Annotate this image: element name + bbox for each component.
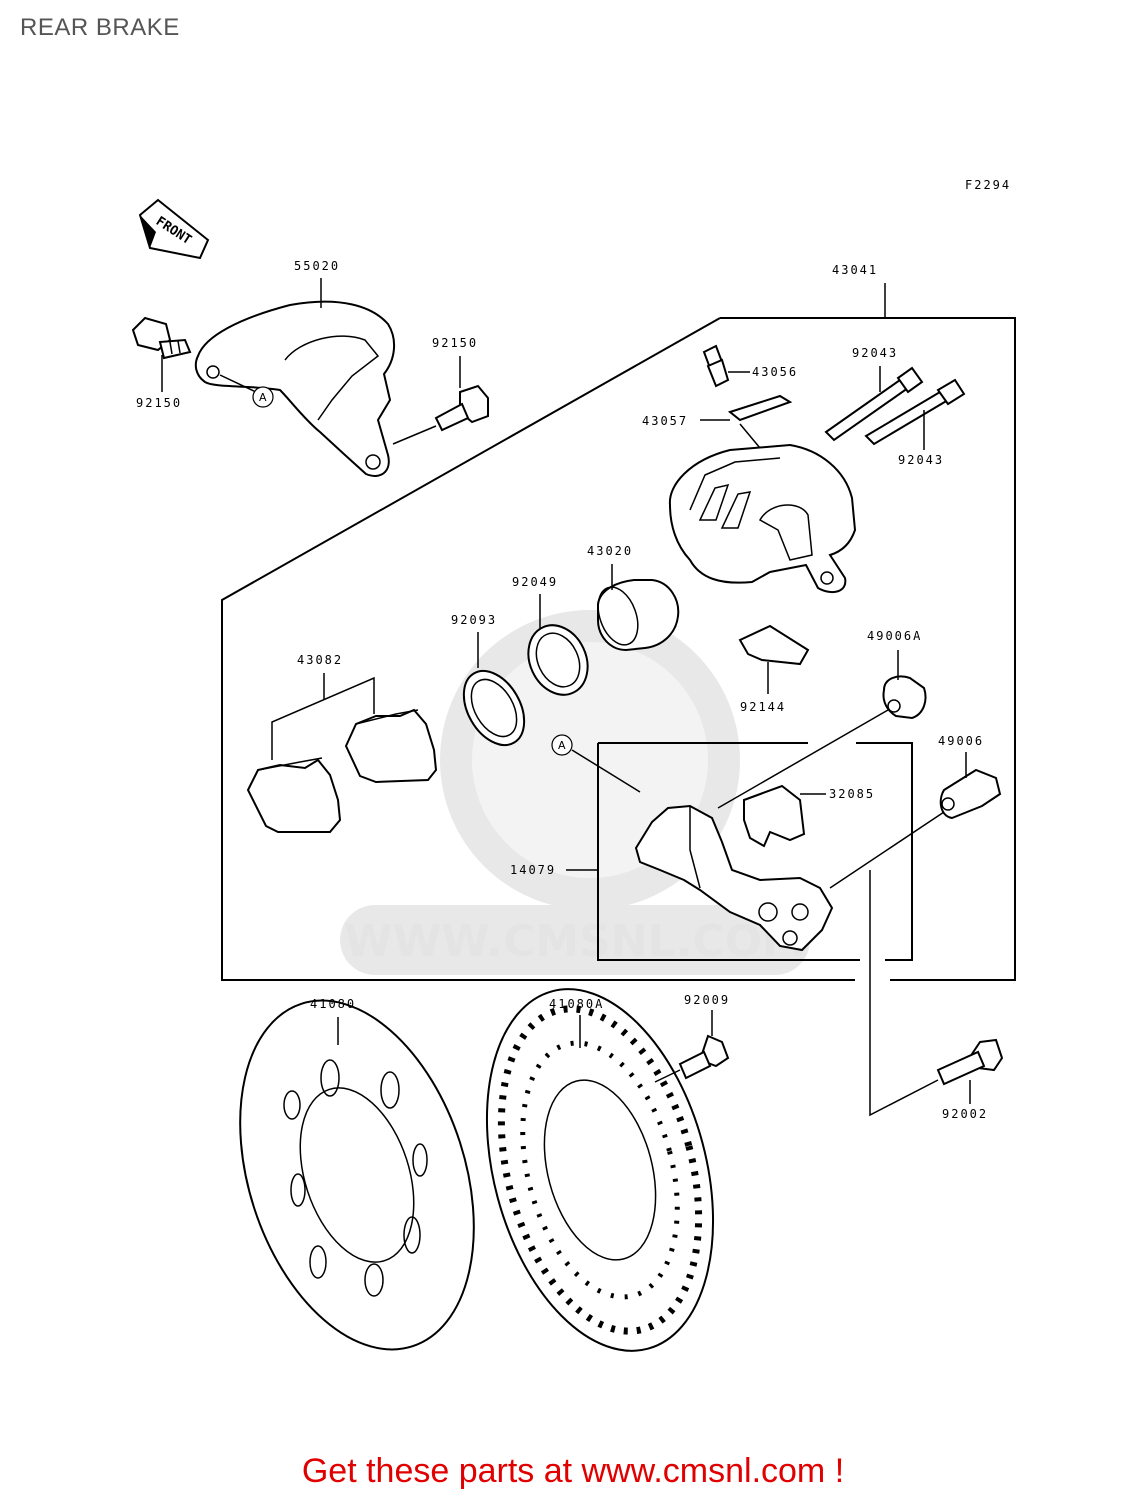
front-arrow-icon: FRONT [138,198,210,260]
footer-parts-link[interactable]: Get these parts at www.cmsnl.com ! [301,1452,845,1490]
figure-code: F2294 [965,178,1011,192]
callout-43057: 43057 [642,414,688,428]
piston-43020 [597,579,680,652]
callout-43020: 43020 [587,544,633,558]
caliper-holder-14079 [634,804,834,952]
callout-43082: 43082 [297,653,343,667]
pad-spring-32085 [743,784,806,848]
callout-92093: 92093 [451,613,497,627]
callout-43056: 43056 [752,365,798,379]
bolt-92150-left [131,316,192,360]
boot-49006A [882,675,927,720]
bolt-92150-right [434,384,489,432]
callout-92043-top: 92043 [852,346,898,360]
callout-92043-bottom: 92043 [898,453,944,467]
callout-55020: 55020 [294,259,340,273]
slide-pin-92043-bottom [864,378,966,446]
brake-bracket-55020 [194,300,396,477]
seal-92049 [527,624,589,696]
callout-92009: 92009 [684,993,730,1007]
callout-43041: 43041 [832,263,878,277]
callout-92150-right: 92150 [432,336,478,350]
bolt-92002 [936,1038,1004,1086]
callout-41080: 41080 [310,997,356,1011]
brake-disc-41080 [239,999,475,1351]
brake-pad-43082-rear [344,708,438,784]
watermark-text: WWW.CMSNL.COM [344,916,806,967]
callout-92144: 92144 [740,700,786,714]
callout-49006A: 49006A [867,629,922,643]
reference-marker-a-label: A [259,391,267,404]
caliper-body [668,443,857,594]
assembly-frame [720,317,1016,981]
boot-49006 [939,768,1002,820]
reference-marker-a-holder [551,734,573,756]
slide-pin-92043-top [824,366,924,442]
reference-marker-a [252,386,274,408]
callout-49006: 49006 [938,734,984,748]
callout-32085: 32085 [829,787,875,801]
callout-41080A: 41080A [549,997,604,1011]
seal-92093 [462,670,526,746]
brake-disc-41080A [485,988,715,1352]
page-title: REAR BRAKE [20,14,180,41]
pad-spring-92144 [738,624,810,666]
bleed-valve-43056 [702,344,730,388]
disc-screw-92009 [678,1034,730,1080]
boot-43057 [727,394,793,422]
callout-92150-left: 92150 [136,396,182,410]
callout-14079: 14079 [510,863,556,877]
callout-92049: 92049 [512,575,558,589]
reference-marker-a-holder-label: A [558,739,566,752]
brake-pad-43082-front [246,757,342,833]
callout-92002: 92002 [942,1107,988,1121]
